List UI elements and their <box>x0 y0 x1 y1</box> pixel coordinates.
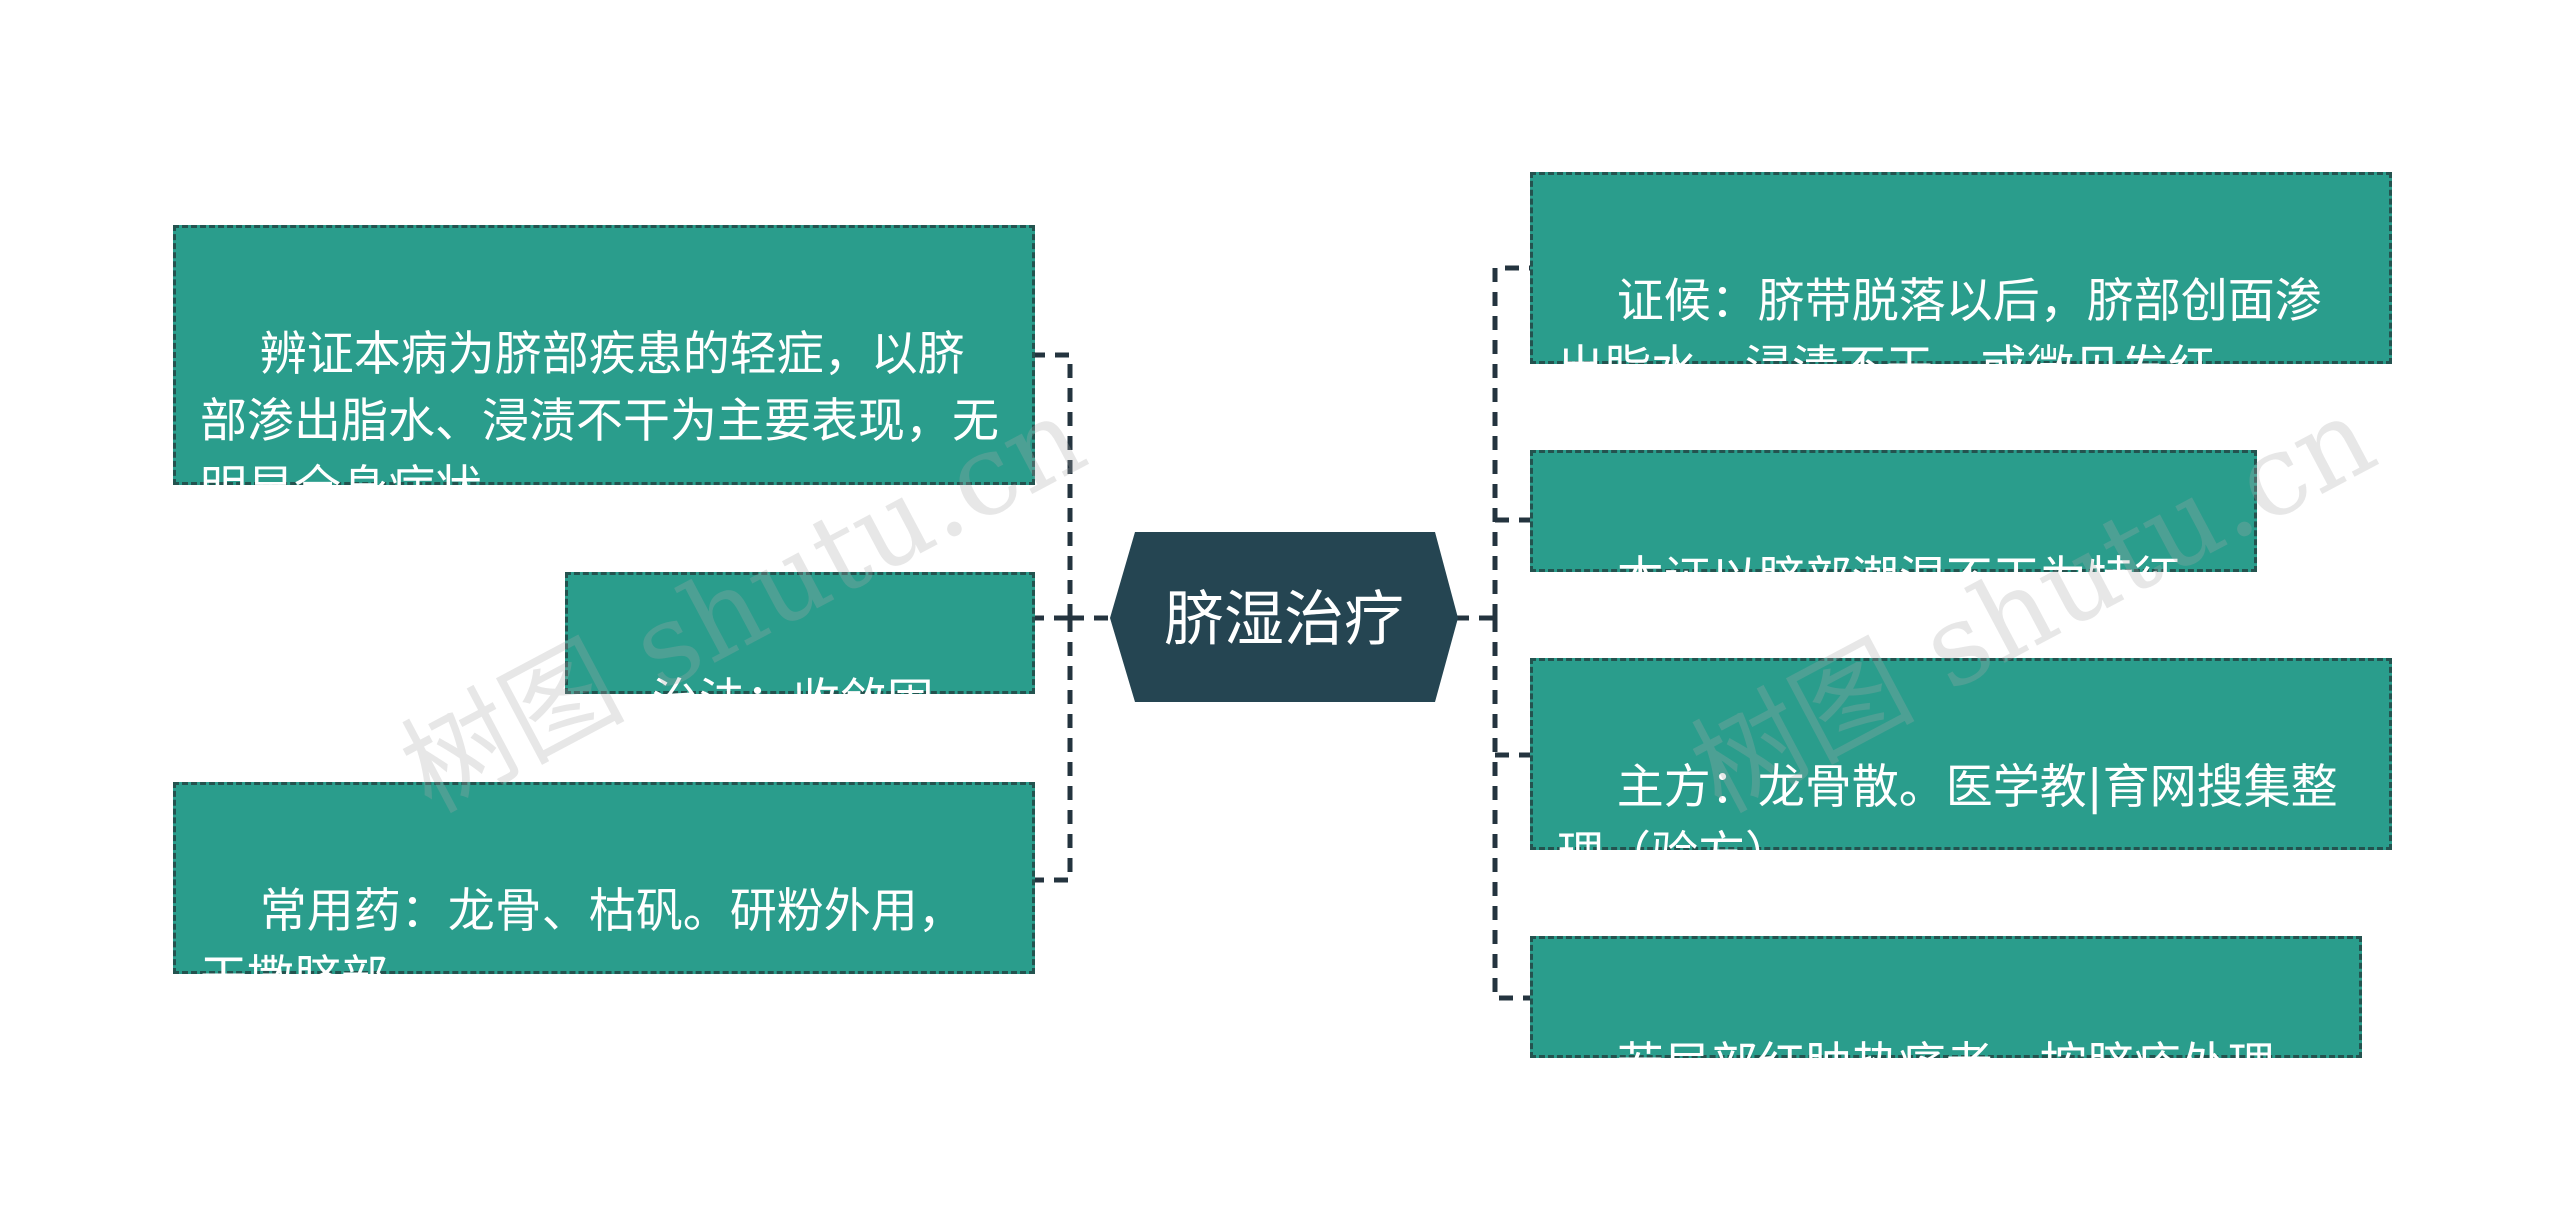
right-node-symptoms[interactable]: 证候：脐带脱落以后，脐部创面渗出脂水，浸渍不干，或微见发红。 <box>1530 172 2392 396</box>
right-node-swelling-note[interactable]: 若局部红肿热痛者，按脐疮处理。 <box>1530 936 2362 1093</box>
connector-right-trunk-2 <box>1492 618 1530 1001</box>
right-node-main-prescription[interactable]: 主方：龙骨散。医学教|育网搜集整理（验方） <box>1530 658 2392 882</box>
root-node[interactable]: 脐湿治疗 <box>1110 532 1458 702</box>
right-node-feature[interactable]: 本证以脐部潮湿不干为特征。 <box>1530 450 2257 607</box>
left-node-common-medicine-text: 常用药：龙骨、枯矾。研粉外用，干撒脐部。 <box>200 884 965 1006</box>
left-node-diagnosis[interactable]: 辨证本病为脐部疾患的轻症，以脐部渗出脂水、浸渍不干为主要表现，无明显全身症状。 <box>173 225 1035 516</box>
left-node-treatment-method[interactable]: 治法：收敛固涩。 <box>565 572 1035 796</box>
right-node-feature-text: 本证以脐部潮湿不干为特征。 <box>1616 552 2228 607</box>
connector-left-trunk <box>1030 352 1073 618</box>
left-node-diagnosis-text: 辨证本病为脐部疾患的轻症，以脐部渗出脂水、浸渍不干为主要表现，无明显全身症状。 <box>200 327 999 516</box>
right-node-swelling-note-text: 若局部红肿热痛者，按脐疮处理。 <box>1616 1038 2322 1093</box>
root-node-shape <box>1110 532 1458 702</box>
connector-right-trunk <box>1492 265 1530 618</box>
connector-left-trunk-2 <box>1030 618 1073 883</box>
right-node-symptoms-text: 证候：脐带脱落以后，脐部创面渗出脂水，浸渍不干，或微见发红。 <box>1557 274 2322 396</box>
right-node-main-prescription-text: 主方：龙骨散。医学教|育网搜集整理（验方） <box>1557 760 2338 882</box>
left-node-common-medicine[interactable]: 常用药：龙骨、枯矾。研粉外用，干撒脐部。 <box>173 782 1035 1006</box>
root-node-label: 脐湿治疗 <box>1164 585 1404 655</box>
